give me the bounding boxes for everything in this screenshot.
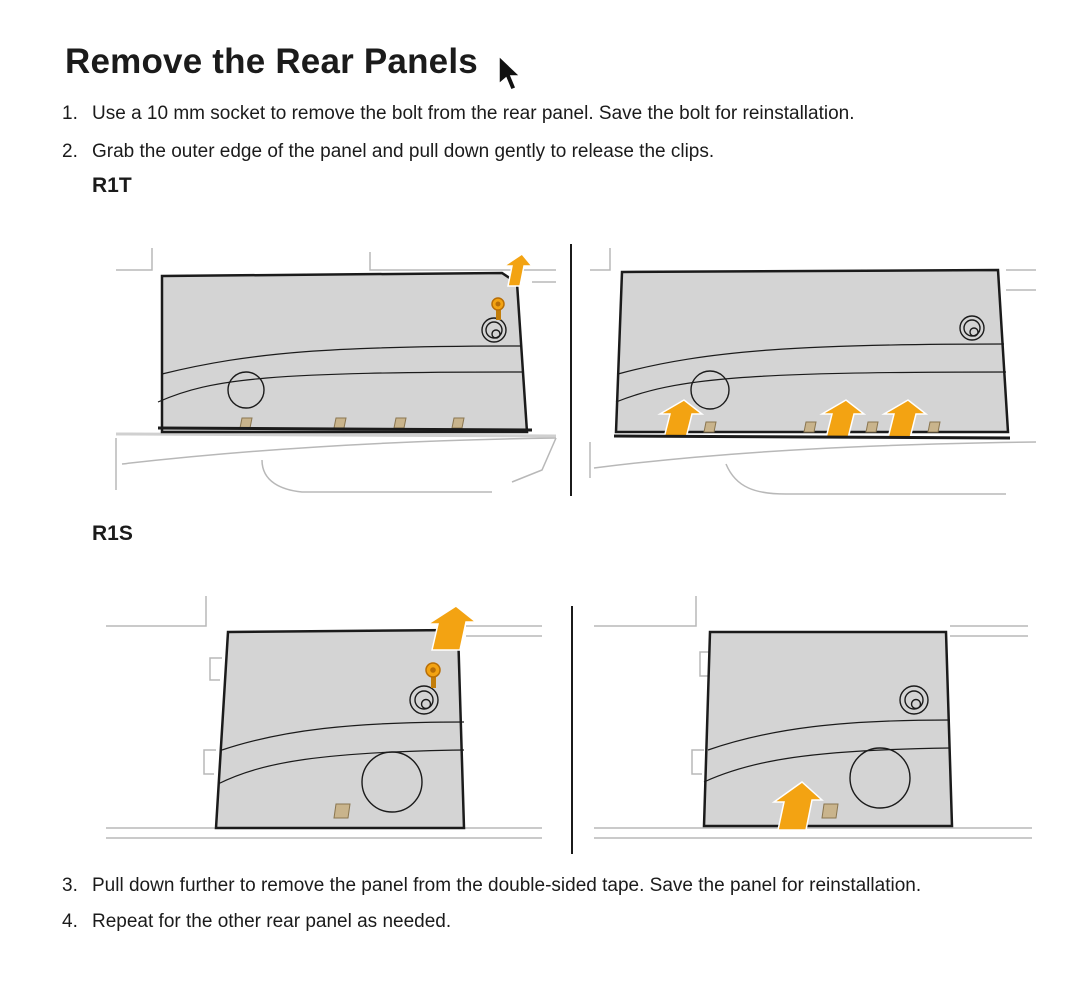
bolt-socket-icon <box>481 317 507 343</box>
step-number: 1. <box>62 103 78 124</box>
step-text: Use a 10 mm socket to remove the bolt fr… <box>92 103 855 124</box>
model-label-r1s: R1S <box>92 522 133 545</box>
pull-arrow-icon <box>425 605 479 651</box>
step-3: 3. Pull down further to remove the panel… <box>62 874 921 898</box>
pull-arrow-icon <box>657 399 929 439</box>
page-title: Remove the Rear Panels <box>65 42 478 81</box>
r1s-figure-bolt-removal <box>106 596 542 839</box>
bolt-socket-icon <box>409 685 439 715</box>
step-text: Pull down further to remove the panel fr… <box>92 875 922 896</box>
pull-arrow-icon <box>771 781 824 831</box>
step-number: 3. <box>62 875 78 896</box>
pull-arrow-icon <box>501 253 534 287</box>
bolt-socket-icon <box>959 315 985 341</box>
figure-divider <box>570 244 572 496</box>
r1s-figure-release-clips <box>594 596 1032 839</box>
step-text: Grab the outer edge of the panel and pul… <box>92 141 715 162</box>
clip-icon <box>821 803 839 819</box>
bolt-socket-icon <box>899 685 929 715</box>
clip-icon <box>333 803 351 819</box>
r1t-figure-bolt-removal <box>115 248 557 493</box>
figure-divider <box>571 606 573 854</box>
step-1: 1. Use a 10 mm socket to remove the bolt… <box>62 102 855 126</box>
cursor-arrow-icon <box>498 54 522 91</box>
step-number: 2. <box>62 141 78 162</box>
r1t-figure-release-clips <box>589 248 1037 495</box>
bolt-icon <box>491 297 505 320</box>
clip-icon <box>703 421 941 433</box>
bolt-icon <box>425 662 441 688</box>
model-label-r1t: R1T <box>92 174 132 197</box>
step-text: Repeat for the other rear panel as neede… <box>92 911 452 932</box>
step-2: 2. Grab the outer edge of the panel and … <box>62 140 714 164</box>
step-4: 4. Repeat for the other rear panel as ne… <box>62 910 451 934</box>
step-number: 4. <box>62 911 78 932</box>
